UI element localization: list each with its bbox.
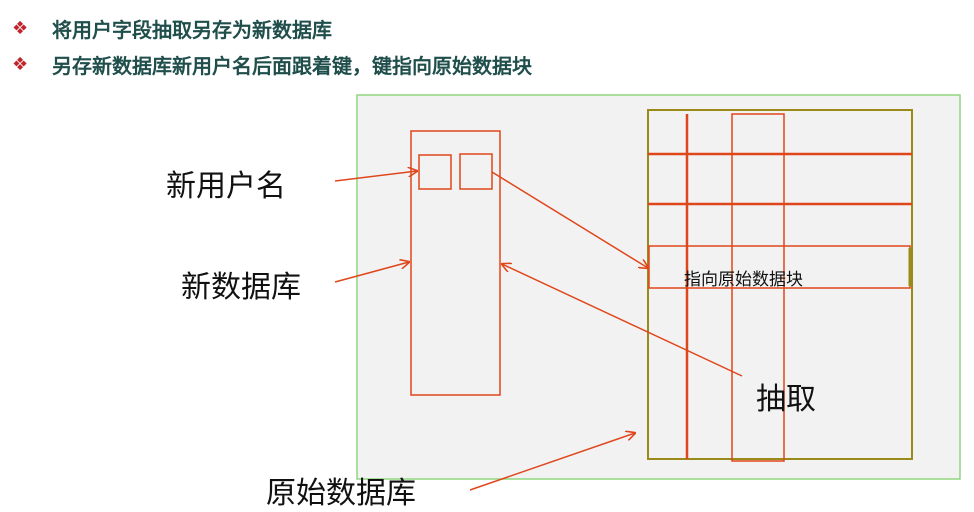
extract-label: 抽取 [756, 382, 816, 417]
points-to-block-label: 指向原始数据块 [684, 270, 803, 290]
arrow-original-database [469, 433, 635, 491]
bullet-2-text: 另存新数据库新用户名后面跟着键，键指向原始数据块 [52, 54, 532, 78]
new-username-label: 新用户名 [166, 169, 286, 204]
arrow-new-username [334, 171, 417, 182]
new-username-cell-2 [459, 153, 493, 190]
diamond-bullet-icon: ❖ [12, 54, 29, 75]
arrow-key-to-block [491, 171, 648, 268]
new-username-cell-1 [418, 154, 452, 190]
bullet-1: ❖ 将用户字段抽取另存为新数据库 [12, 14, 332, 43]
new-database-label: 新数据库 [181, 270, 301, 305]
arrow-extract [502, 264, 743, 377]
diagram-panel [356, 94, 961, 480]
diamond-bullet-icon: ❖ [12, 18, 29, 39]
arrow-new-database [334, 262, 409, 283]
bullet-2: ❖ 另存新数据库新用户名后面跟着键，键指向原始数据块 [12, 50, 532, 79]
original-database-grid [647, 109, 913, 460]
original-database-label: 原始数据库 [266, 476, 416, 511]
bullet-1-text: 将用户字段抽取另存为新数据库 [52, 18, 332, 42]
